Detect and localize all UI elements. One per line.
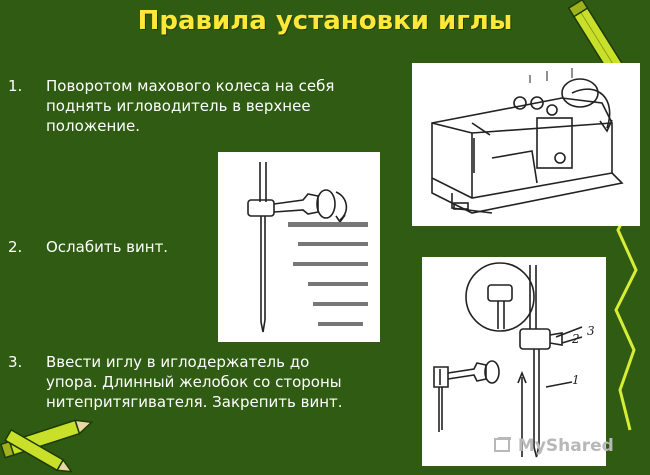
watermark-text: MyShared	[517, 436, 614, 456]
step-text: Ввести иглу в иглодержатель до упора. Дл…	[46, 353, 343, 411]
needle-illustration	[218, 152, 380, 342]
myshared-logo-icon	[494, 437, 511, 452]
step-number: 1.	[8, 77, 23, 95]
step-3: 3. Ввести иглу в иглодержатель до упора.…	[8, 352, 418, 422]
diagram-label: 3	[587, 324, 595, 338]
needle-holder-illustration: 1 2 3	[422, 257, 606, 466]
step-2: 2. Ослабить винт.	[8, 237, 228, 261]
pencil-icon	[0, 419, 94, 473]
step-text: Поворотом махового колеса на себя поднят…	[46, 77, 335, 135]
step-number: 2.	[8, 238, 23, 256]
sewing-machine-illustration	[412, 63, 640, 226]
watermark: MyShared	[494, 436, 614, 456]
step-text: Ослабить винт.	[46, 238, 169, 256]
diagram-label: 1	[572, 373, 580, 387]
step-1: 1. Поворотом махового колеса на себя под…	[8, 76, 408, 146]
slide-title: Правила установки иглы	[137, 6, 513, 36]
diagram-label: 2	[571, 332, 580, 346]
step-number: 3.	[8, 353, 23, 371]
